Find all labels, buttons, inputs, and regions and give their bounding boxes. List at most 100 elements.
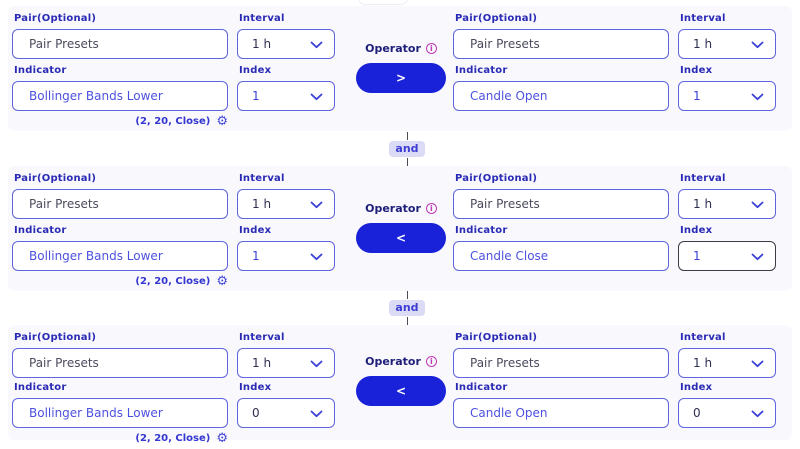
condition-row-1: Pair(Optional) Interval 1 h Indicator In… xyxy=(8,6,792,131)
pair-input[interactable] xyxy=(453,348,669,378)
top-partial-button[interactable] xyxy=(358,0,408,5)
interval-label: Interval xyxy=(680,173,726,184)
condition-row-2: Pair(Optional) Interval 1 h Indicator In… xyxy=(8,166,792,291)
operator-label-text: Operator xyxy=(365,42,421,55)
indicator-params: (2, 20, Close) ⚙ xyxy=(12,114,228,128)
interval-label: Interval xyxy=(680,332,726,343)
gear-icon[interactable]: ⚙ xyxy=(216,273,228,289)
pair-input[interactable] xyxy=(12,348,228,378)
interval-select[interactable]: 1 h xyxy=(678,348,776,378)
indicator-input[interactable] xyxy=(12,241,228,271)
row1-right-operand: Pair(Optional) Interval 1 h Indicator In… xyxy=(453,13,776,131)
index-value: 0 xyxy=(693,406,701,420)
index-select[interactable]: 0 xyxy=(678,398,776,428)
indicator-input[interactable] xyxy=(12,398,228,428)
chevron-down-icon xyxy=(310,360,323,368)
and-chip[interactable]: and xyxy=(389,140,425,157)
pair-input[interactable] xyxy=(453,189,669,219)
indicator-params-text: (2, 20, Close) xyxy=(135,275,211,287)
index-select[interactable]: 1 xyxy=(237,241,335,271)
index-label: Index xyxy=(239,65,272,76)
chevron-down-icon xyxy=(310,93,323,101)
row1-left-operand: Pair(Optional) Interval 1 h Indicator In… xyxy=(12,13,335,131)
indicator-input[interactable] xyxy=(453,81,669,111)
interval-value: 1 h xyxy=(693,37,713,51)
interval-select[interactable]: 1 h xyxy=(678,189,776,219)
info-icon[interactable]: i xyxy=(425,43,437,54)
row2-left-operand: Pair(Optional) Interval 1 h Indicator In… xyxy=(12,173,335,291)
connector-line xyxy=(406,291,408,299)
interval-select[interactable]: 1 h xyxy=(237,348,335,378)
and-chip[interactable]: and xyxy=(389,300,425,316)
pair-label: Pair(Optional) xyxy=(455,13,538,24)
pair-input[interactable] xyxy=(453,29,669,59)
indicator-label: Indicator xyxy=(455,65,508,76)
indicator-label: Indicator xyxy=(455,225,508,236)
index-select[interactable]: 1 xyxy=(678,81,776,111)
info-icon[interactable]: i xyxy=(425,203,437,214)
index-label: Index xyxy=(680,65,713,76)
indicator-params-text: (2, 20, Close) xyxy=(135,432,211,444)
index-select[interactable]: 0 xyxy=(237,398,335,428)
pair-input[interactable] xyxy=(12,189,228,219)
index-label: Index xyxy=(239,225,272,236)
indicator-input[interactable] xyxy=(453,241,669,271)
pair-label: Pair(Optional) xyxy=(455,173,538,184)
condition-row-3: Pair(Optional) Interval 1 h Indicator In… xyxy=(8,325,792,445)
index-value: 1 xyxy=(252,89,260,103)
connector-line xyxy=(406,317,408,325)
interval-select[interactable]: 1 h xyxy=(678,29,776,59)
operator-label-text: Operator xyxy=(365,355,421,368)
interval-label: Interval xyxy=(239,173,285,184)
operator-label-text: Operator xyxy=(365,202,421,215)
pair-label: Pair(Optional) xyxy=(14,13,97,24)
operator-button[interactable]: > xyxy=(356,63,446,93)
logic-connector-1: and xyxy=(7,131,800,166)
indicator-label: Indicator xyxy=(14,65,67,76)
index-label: Index xyxy=(680,382,713,393)
row3-operator-column: Operator i < xyxy=(342,332,460,445)
interval-value: 1 h xyxy=(693,197,713,211)
indicator-params: (2, 20, Close) ⚙ xyxy=(12,431,228,445)
pair-label: Pair(Optional) xyxy=(14,332,97,343)
operator-button[interactable]: < xyxy=(356,223,446,253)
operator-label: Operator i xyxy=(365,42,437,55)
info-icon[interactable]: i xyxy=(425,356,437,367)
indicator-input[interactable] xyxy=(453,398,669,428)
row3-right-operand: Pair(Optional) Interval 1 h Indicator In… xyxy=(453,332,776,445)
row1-operator-column: Operator i > xyxy=(342,13,460,131)
index-label: Index xyxy=(239,382,272,393)
chevron-down-icon xyxy=(310,41,323,49)
interval-value: 1 h xyxy=(252,356,272,370)
operator-label: Operator i xyxy=(365,202,437,215)
indicator-label: Indicator xyxy=(455,382,508,393)
chevron-down-icon xyxy=(310,410,323,418)
chevron-down-icon xyxy=(751,41,764,49)
interval-select[interactable]: 1 h xyxy=(237,189,335,219)
interval-label: Interval xyxy=(239,13,285,24)
chevron-down-icon xyxy=(751,253,764,261)
chevron-down-icon xyxy=(310,201,323,209)
index-select[interactable]: 1 xyxy=(237,81,335,111)
chevron-down-icon xyxy=(751,360,764,368)
gear-icon[interactable]: ⚙ xyxy=(216,430,228,446)
row3-left-operand: Pair(Optional) Interval 1 h Indicator In… xyxy=(12,332,335,445)
indicator-label: Indicator xyxy=(14,382,67,393)
row2-operator-column: Operator i < xyxy=(342,173,460,291)
operator-button[interactable]: < xyxy=(356,376,446,406)
chevron-down-icon xyxy=(751,93,764,101)
pair-input[interactable] xyxy=(12,29,228,59)
interval-value: 1 h xyxy=(252,197,272,211)
interval-label: Interval xyxy=(680,13,726,24)
interval-select[interactable]: 1 h xyxy=(237,29,335,59)
index-value: 1 xyxy=(252,249,260,263)
indicator-label: Indicator xyxy=(14,225,67,236)
chevron-down-icon xyxy=(751,201,764,209)
indicator-input[interactable] xyxy=(12,81,228,111)
chevron-down-icon xyxy=(751,410,764,418)
interval-value: 1 h xyxy=(693,356,713,370)
index-select-focused[interactable]: 1 xyxy=(678,241,776,271)
gear-icon[interactable]: ⚙ xyxy=(216,113,228,129)
index-value: 0 xyxy=(252,406,260,420)
connector-line xyxy=(406,131,408,140)
